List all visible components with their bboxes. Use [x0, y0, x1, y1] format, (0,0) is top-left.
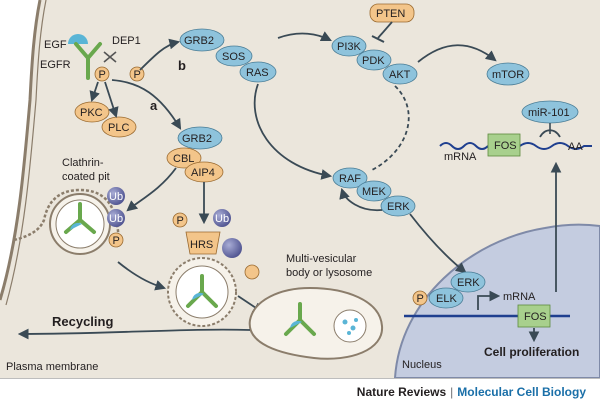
mvb-label-2: body or lysosome	[286, 267, 372, 279]
aip4-node: AIP4	[191, 167, 215, 179]
plasma-membrane	[0, 0, 42, 301]
recycling-label: Recycling	[52, 314, 113, 329]
dep1-label: DEP1	[112, 35, 141, 47]
mir101-node: miR-101	[528, 107, 570, 119]
elk-node: ELK	[436, 293, 457, 305]
fos-gene-box: FOS	[524, 311, 547, 323]
egf-ligand	[68, 34, 88, 44]
subjournal-name: Molecular Cell Biology	[457, 385, 586, 399]
egf-label: EGF	[44, 39, 67, 51]
clathrin-label-1: Clathrin-	[62, 157, 104, 169]
journal-separator: |	[450, 385, 454, 399]
pkc-node: PKC	[80, 107, 103, 119]
aa-label: AA	[568, 141, 583, 153]
elk-p: P	[417, 293, 424, 305]
pten-node: PTEN	[376, 8, 405, 20]
ub-node-3: Ub	[215, 213, 229, 225]
branch-b-label: b	[178, 58, 186, 73]
cell-proliferation-label: Cell proliferation	[484, 345, 579, 359]
ub-node-2: Ub	[109, 213, 123, 225]
ub-node-1: Ub	[109, 191, 123, 203]
raf-node: RAF	[339, 173, 361, 185]
grb2-node-b: GRB2	[184, 35, 214, 47]
hrs-shape	[185, 231, 221, 255]
plc-node: PLC	[108, 122, 129, 134]
dep1-scissors-icon	[103, 51, 117, 63]
hrs-p: P	[177, 215, 184, 227]
pdk-node: PDK	[362, 55, 385, 67]
hrs-node: HRS	[190, 239, 213, 251]
erk-node: ERK	[387, 201, 410, 213]
pi3k-node: PI3K	[337, 41, 362, 53]
mrna-top-label: mRNA	[444, 151, 477, 163]
mrna-strand	[439, 142, 592, 150]
nucleus-label: Nucleus	[402, 359, 442, 371]
erk-nuclear-node: ERK	[457, 277, 480, 289]
journal-credit: Nature Reviews|Molecular Cell Biology	[357, 385, 586, 399]
clathrin-pit	[13, 188, 120, 249]
mvb-label-1: Multi-vesicular	[286, 253, 357, 265]
mrna-nuclear-label: mRNA	[503, 291, 536, 303]
fos-mrna-box: FOS	[494, 140, 517, 152]
footer: Nature Reviews|Molecular Cell Biology	[0, 378, 600, 407]
ras-node: RAS	[246, 67, 269, 79]
clathrin-label-2: coated pit	[62, 171, 110, 183]
cbl-node: CBL	[173, 153, 194, 165]
egfr-receptor	[74, 42, 102, 80]
akt-node: AKT	[389, 69, 411, 81]
mtor-node: mTOR	[492, 69, 524, 81]
journal-name: Nature Reviews	[356, 385, 447, 399]
egfr-label: EGFR	[40, 59, 71, 71]
egfr-p1: P	[99, 69, 106, 81]
grb2-node-a: GRB2	[182, 133, 212, 145]
sos-node: SOS	[222, 51, 245, 63]
pit-p: P	[113, 235, 120, 247]
mek-node: MEK	[362, 186, 387, 198]
plasma-membrane-label: Plasma membrane	[6, 361, 98, 373]
branch-a-label: a	[150, 98, 158, 113]
egfr-p2: P	[134, 69, 141, 81]
